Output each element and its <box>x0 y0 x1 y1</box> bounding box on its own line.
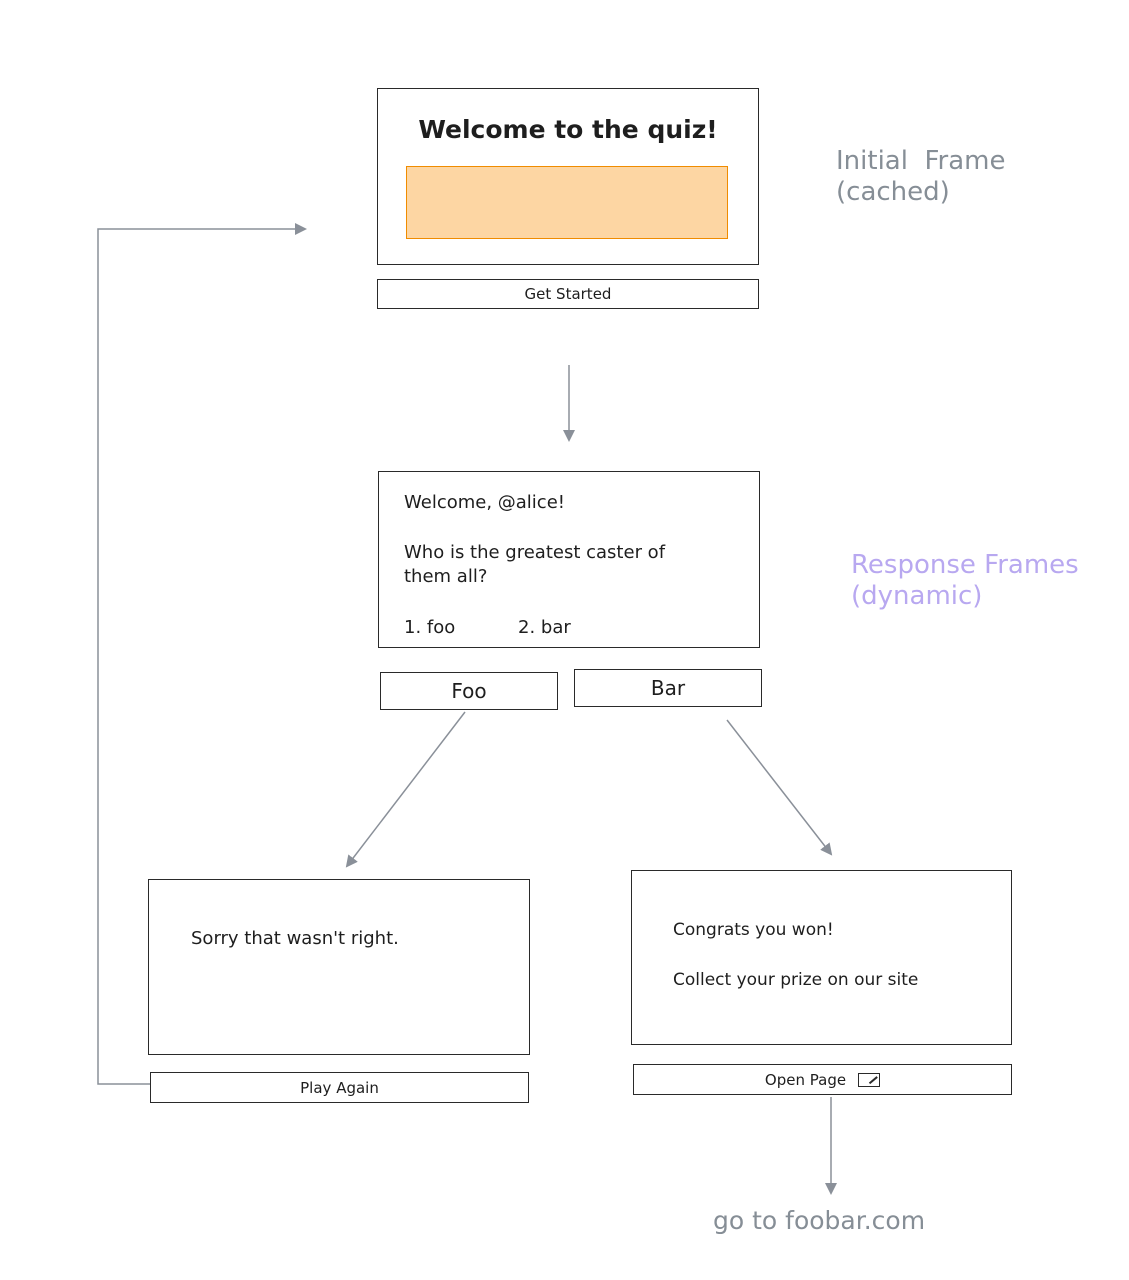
play-again-button[interactable]: Play Again <box>150 1072 529 1103</box>
open-page-button[interactable]: Open Page <box>633 1064 1012 1095</box>
initial-frame-image <box>406 166 728 239</box>
initial-frame-note-line1: Initial Frame <box>836 146 1006 176</box>
question-text-line2: them all? <box>404 566 488 587</box>
question-greeting: Welcome, @alice! <box>404 492 565 513</box>
bar-button-label: Bar <box>650 676 686 700</box>
destination-label: go to foobar.com <box>713 1206 926 1235</box>
get-started-button[interactable]: Get Started <box>377 279 759 309</box>
get-started-label: Get Started <box>524 285 612 303</box>
external-link-icon <box>858 1072 881 1087</box>
wrong-answer-frame: Sorry that wasn't right. <box>148 879 530 1055</box>
win-message-line1: Congrats you won! <box>673 920 834 940</box>
arrow-foo-to-wrong <box>345 711 466 868</box>
open-page-label: Open Page <box>764 1070 847 1089</box>
win-frame: Congrats you won! Collect your prize on … <box>631 870 1012 1045</box>
response-frames-note-line2: (dynamic) <box>851 581 983 612</box>
wrong-answer-message: Sorry that wasn't right. <box>191 928 399 949</box>
arrow-play-again-loop <box>97 223 307 1085</box>
question-frame: Welcome, @alice! Who is the greatest cas… <box>378 471 760 648</box>
response-frames-note-line1: Response Frames <box>851 550 1079 580</box>
arrow-bar-to-win <box>726 719 833 856</box>
question-option-1: 1. foo <box>404 617 456 638</box>
foo-button-label: Foo <box>451 679 487 703</box>
initial-frame-title: Welcome to the quiz! <box>418 115 718 144</box>
question-text-line1: Who is the greatest caster of <box>404 542 666 563</box>
foo-button[interactable]: Foo <box>380 672 558 710</box>
response-frames-note: Response Frames (dynamic) <box>851 550 1079 612</box>
initial-frame: Welcome to the quiz! <box>377 88 759 265</box>
bar-button[interactable]: Bar <box>574 669 762 707</box>
win-message-line2: Collect your prize on our site <box>673 970 919 990</box>
play-again-label: Play Again <box>300 1078 379 1097</box>
question-option-2: 2. bar <box>518 617 571 638</box>
initial-frame-note-line2: (cached) <box>836 177 950 208</box>
initial-frame-note: Initial Frame (cached) <box>836 146 1005 208</box>
